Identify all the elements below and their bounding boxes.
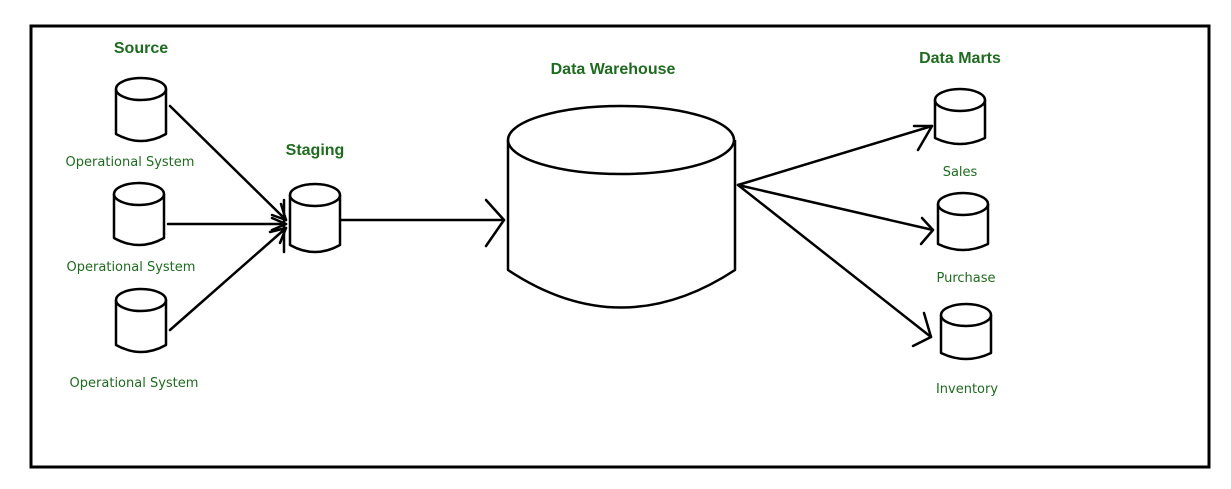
database-icon — [933, 100, 987, 146]
source-label: Operational System — [70, 376, 199, 391]
warehouse-icon — [506, 140, 737, 309]
arrowhead — [270, 202, 288, 222]
mart-label: Sales — [943, 165, 978, 180]
source-label: Operational System — [66, 155, 195, 170]
warehouse-to-inventory-arrow — [736, 183, 933, 339]
arrowhead — [912, 124, 934, 152]
data-mart-inventory: Inventory — [936, 302, 998, 397]
warehouse-icon-top — [506, 104, 736, 176]
database-icon — [112, 194, 166, 247]
database-icon-top — [112, 181, 166, 207]
database-icon-top — [114, 76, 168, 102]
source-to-staging-arrow — [168, 226, 288, 332]
warehouse-heading: Data Warehouse — [551, 61, 676, 78]
database-icon — [939, 315, 993, 361]
arrowhead — [268, 226, 288, 245]
warehouse-to-sales-arrow — [736, 124, 934, 187]
database-icon — [288, 195, 342, 254]
database-icon — [114, 300, 168, 354]
arrowhead — [270, 216, 288, 232]
source-heading: Source — [114, 40, 168, 57]
staging-database — [288, 182, 342, 254]
database-icon-top — [114, 287, 168, 313]
data-mart-sales: Sales — [933, 87, 987, 180]
source-label: Operational System — [67, 260, 196, 275]
database-icon-top — [939, 302, 993, 328]
marts-heading: Data Marts — [919, 50, 1001, 67]
warehouse-to-purchase-arrow — [736, 183, 935, 232]
data-warehouse-database — [506, 104, 737, 309]
database-icon-top — [936, 191, 990, 217]
data-mart-purchase: Purchase — [936, 191, 996, 286]
source-database-1: Operational System — [66, 76, 195, 170]
mart-label: Purchase — [936, 271, 995, 286]
arrowhead — [919, 216, 935, 246]
arrowhead — [484, 198, 506, 248]
source-database-2: Operational System — [67, 181, 196, 275]
source-to-staging-arrow — [168, 104, 288, 222]
database-icon — [114, 89, 168, 143]
database-icon-top — [933, 87, 987, 113]
diagram-frame — [29, 24, 1211, 469]
database-icon-top — [288, 182, 342, 208]
staging-heading: Staging — [286, 142, 345, 159]
source-database-3: Operational System — [70, 287, 199, 391]
mart-label: Inventory — [936, 382, 998, 397]
database-icon — [936, 204, 990, 252]
arrowhead — [911, 311, 933, 348]
